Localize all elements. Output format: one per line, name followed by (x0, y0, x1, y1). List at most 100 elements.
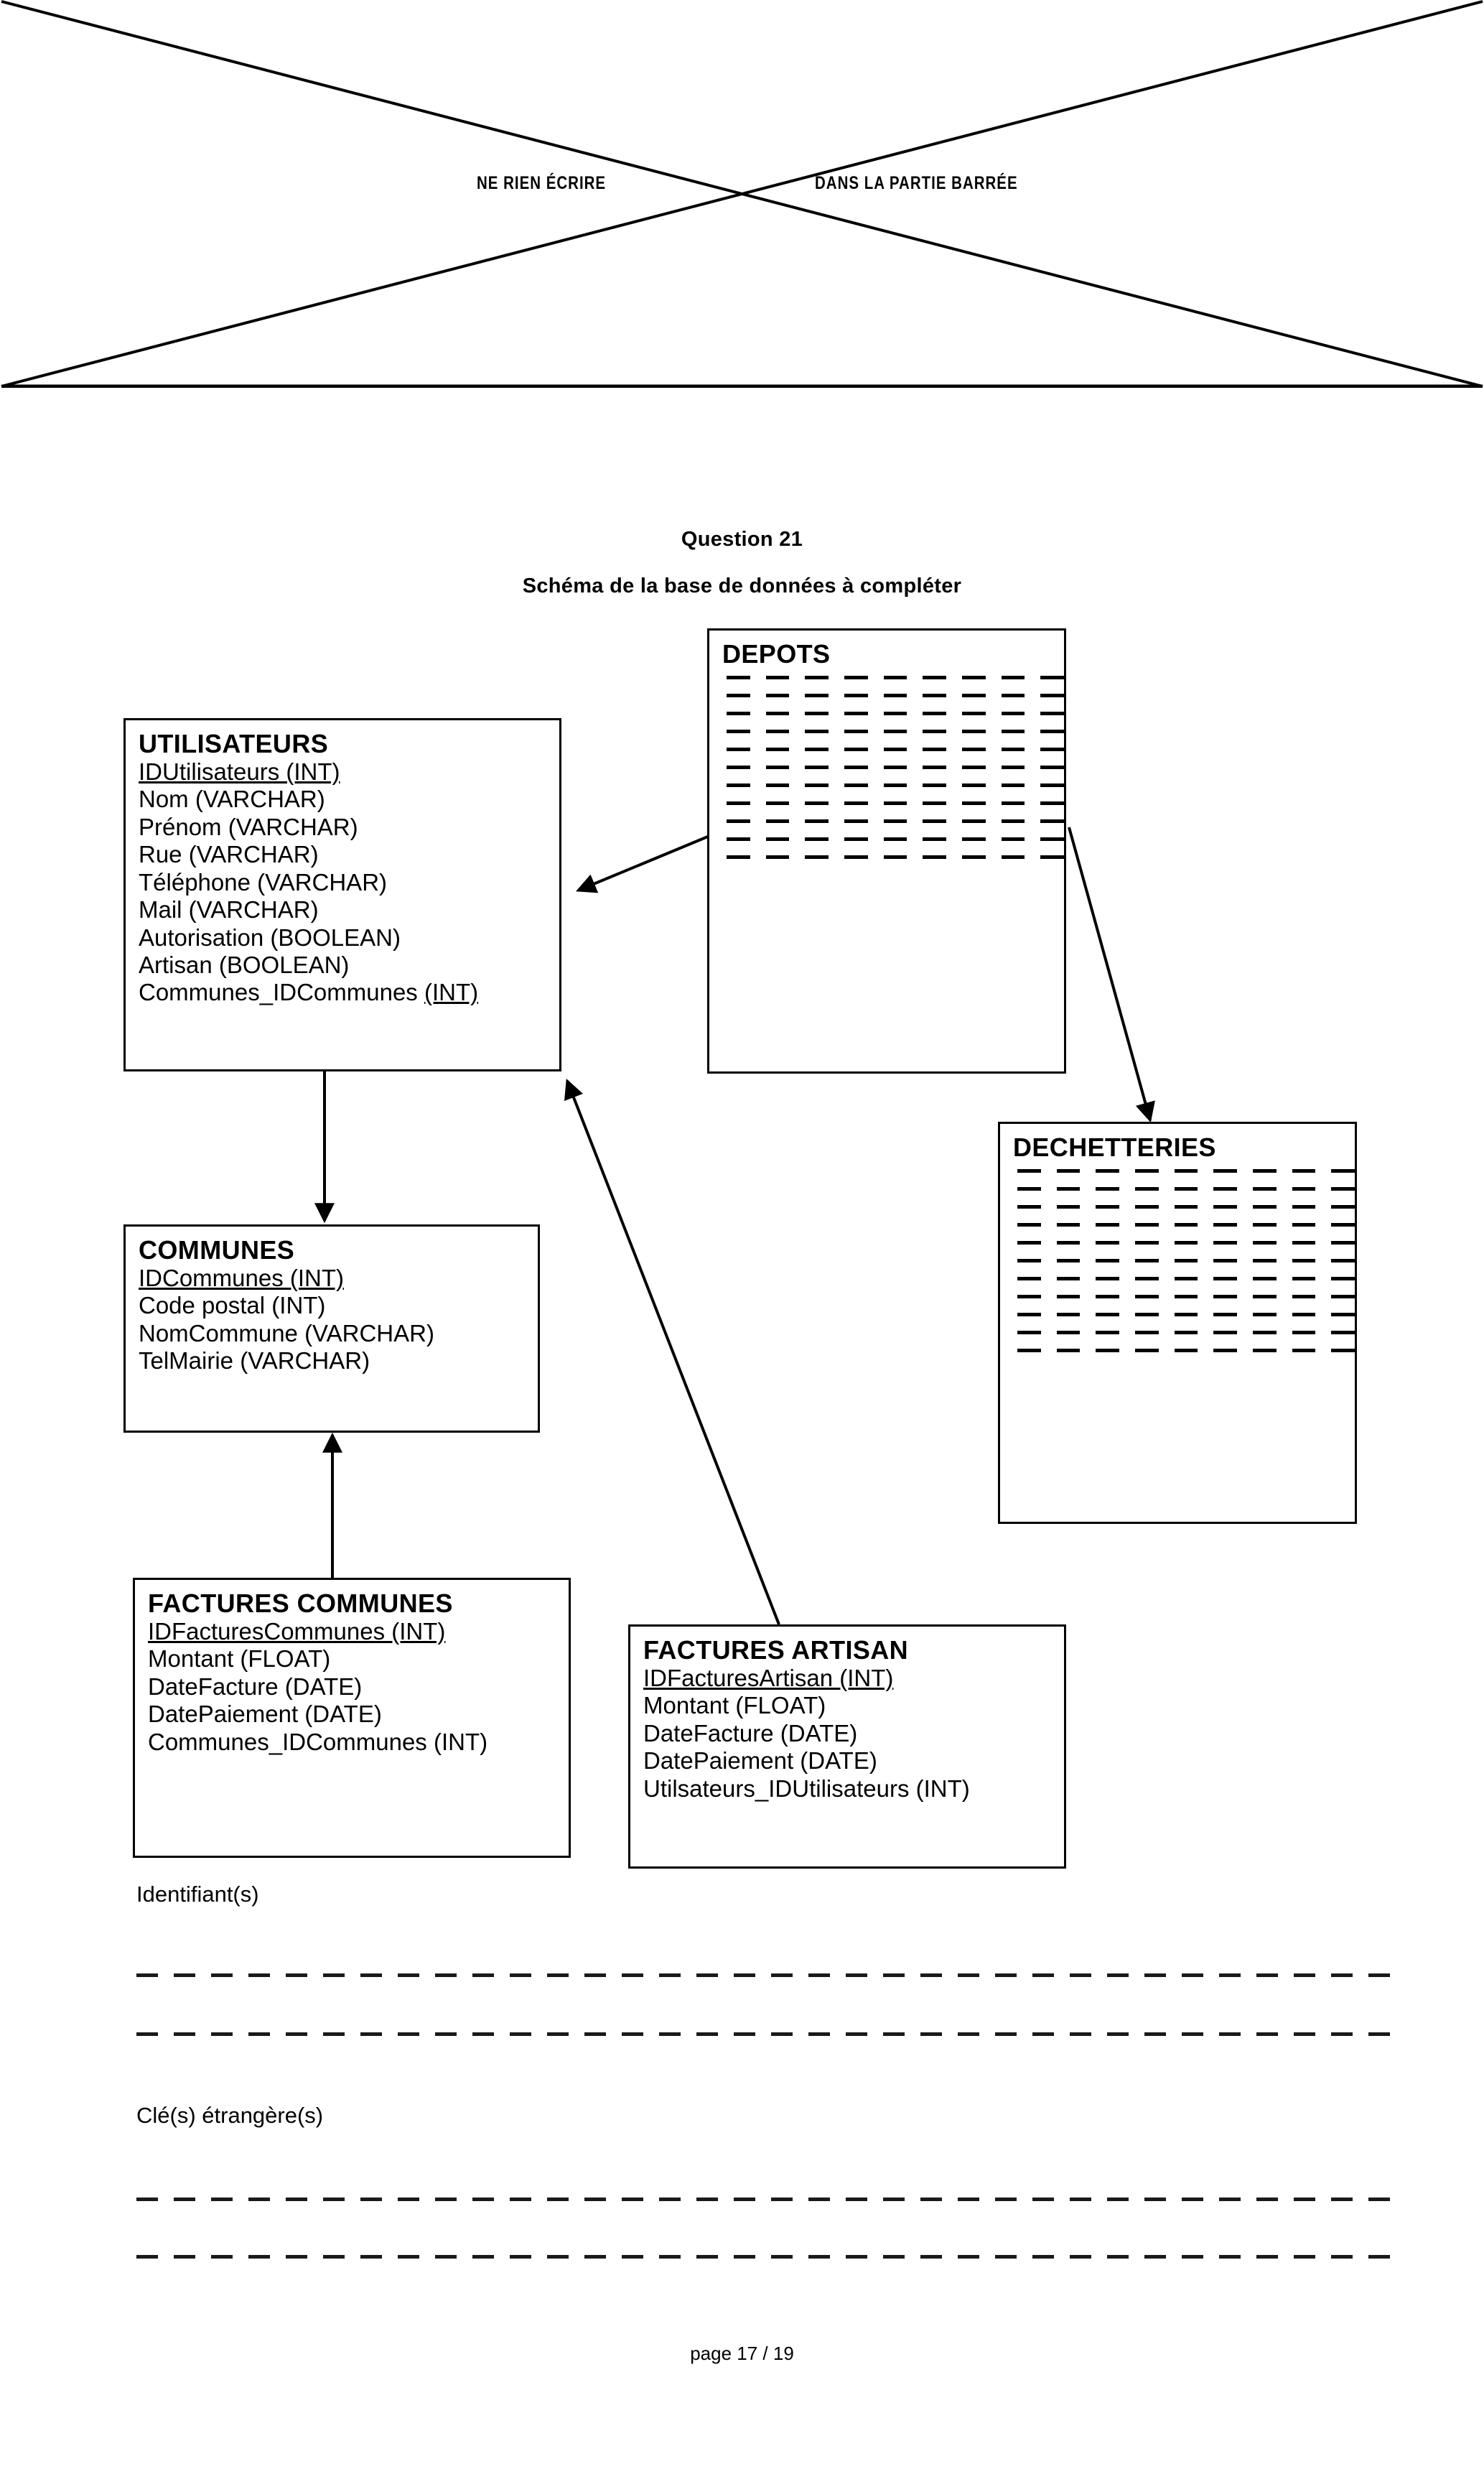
blank-dash (765, 747, 790, 751)
blank-dash (1174, 1276, 1198, 1280)
answer-dash (1144, 2198, 1166, 2201)
blank-dash (1135, 1330, 1159, 1334)
answer-dash (1182, 2198, 1203, 2201)
blank-field-grid-depots[interactable] (722, 669, 1065, 859)
blank-field-row[interactable] (1013, 1204, 1355, 1209)
blank-field-row[interactable] (1013, 1240, 1355, 1245)
answer-dash (659, 2198, 681, 2201)
blank-field-row[interactable] (1013, 1276, 1355, 1280)
blank-field-row[interactable] (722, 855, 1065, 859)
primary-key-text: IDUtilisateurs (INT) (139, 758, 340, 785)
answer-dash (995, 2255, 1017, 2259)
blank-dash (1331, 1258, 1355, 1262)
answer-dash (846, 2032, 867, 2036)
blank-field-row[interactable] (722, 747, 1065, 751)
blank-dash (1017, 1348, 1041, 1352)
blank-dash (1056, 1240, 1081, 1245)
blank-field-row[interactable] (1013, 1222, 1355, 1227)
field-utilisateurs-7: Artisan (BOOLEAN) (139, 951, 350, 978)
blank-dash (962, 711, 986, 715)
blank-dash (962, 675, 986, 679)
answer-dash (174, 2255, 195, 2259)
foreign-keys-answer-line-2[interactable] (136, 2255, 1390, 2259)
blank-dash (962, 819, 986, 823)
entity-box-dechetteries[interactable]: DECHETTERIES (998, 1122, 1357, 1524)
blank-dash (727, 837, 750, 841)
blank-dash (1135, 1186, 1159, 1191)
answer-dash (808, 1973, 830, 1977)
blank-dash (962, 855, 986, 859)
blank-field-row[interactable] (1013, 1168, 1355, 1173)
field-factures-communes-4: Communes_IDCommunes (INT) (148, 1728, 488, 1755)
answer-dash (1368, 2198, 1390, 2201)
blank-field-row[interactable] (1013, 1348, 1355, 1352)
blank-dash (805, 765, 829, 769)
blank-dash (1040, 693, 1065, 697)
barred-cross-lines (1, 0, 1483, 388)
entity-box-depots[interactable]: DEPOTS (707, 628, 1066, 1074)
field-list-factures-communes: IDFacturesCommunes (INT)Montant (FLOAT)D… (148, 1618, 569, 1756)
blank-field-row[interactable] (722, 819, 1065, 823)
blank-dash (1213, 1222, 1238, 1227)
answer-dash (734, 2032, 755, 2036)
field-utilisateurs-5: Mail (VARCHAR) (139, 896, 319, 924)
blank-dash (923, 819, 947, 823)
blank-dash (962, 693, 986, 697)
entity-box-factures-communes[interactable]: FACTURES COMMUNES IDFacturesCommunes (IN… (133, 1578, 571, 1858)
entity-box-communes[interactable]: COMMUNES IDCommunes (INT)Code postal (IN… (123, 1224, 540, 1433)
blank-field-row[interactable] (1013, 1294, 1355, 1298)
blank-field-row[interactable] (1013, 1312, 1355, 1316)
blank-dash (844, 693, 868, 697)
connector-factures-artisan-to-utilisateurs (564, 1079, 780, 1625)
blank-dash (883, 765, 907, 769)
blank-field-row[interactable] (1013, 1330, 1355, 1334)
blank-dash (844, 819, 868, 823)
blank-dash (1253, 1222, 1277, 1227)
blank-field-row[interactable] (1013, 1186, 1355, 1191)
blank-dash (765, 711, 790, 715)
blank-dash (1253, 1312, 1277, 1316)
answer-dash (1368, 2255, 1390, 2259)
blank-field-row[interactable] (722, 837, 1065, 841)
blank-field-grid-dechetteries[interactable] (1013, 1162, 1355, 1352)
answer-dash (696, 2255, 718, 2259)
entity-title-dechetteries: DECHETTERIES (1013, 1133, 1216, 1162)
blank-dash (805, 855, 829, 859)
blank-dash (1096, 1204, 1120, 1209)
blank-field-row[interactable] (722, 783, 1065, 787)
blank-field-row[interactable] (722, 801, 1065, 805)
answer-dash (1219, 2032, 1241, 2036)
answer-dash (398, 1973, 419, 1977)
blank-field-row[interactable] (722, 675, 1065, 679)
blank-field-row[interactable] (1013, 1258, 1355, 1262)
blank-dash (805, 783, 829, 787)
entity-box-utilisateurs[interactable]: UTILISATEURS IDUtilisateurs (INT)Nom (VA… (123, 718, 561, 1071)
blank-dash (1213, 1276, 1238, 1280)
foreign-keys-answer-line-1[interactable] (136, 2198, 1390, 2201)
answer-dash (211, 1973, 233, 1977)
answer-dash (1144, 2255, 1166, 2259)
answer-dash (734, 2198, 755, 2201)
answer-dash (1032, 2032, 1054, 2036)
identifiers-answer-line-1[interactable] (136, 1973, 1390, 1977)
foreign-keys-label: Clé(s) étrangère(s) (136, 2103, 324, 2128)
blank-field-row[interactable] (722, 765, 1065, 769)
schema-subtitle: Schéma de la base de données à compléter (522, 575, 962, 597)
blank-field-row[interactable] (722, 693, 1065, 697)
answer-dash (136, 2198, 158, 2201)
field-communes-3: TelMairie (VARCHAR) (139, 1347, 370, 1375)
answer-dash (547, 1973, 569, 1977)
answer-dash (547, 2032, 569, 2036)
blank-field-row[interactable] (722, 729, 1065, 733)
blank-dash (1331, 1204, 1355, 1209)
entity-box-factures-artisan[interactable]: FACTURES ARTISAN IDFacturesArtisan (INT)… (628, 1624, 1066, 1869)
blank-field-row[interactable] (722, 711, 1065, 715)
blank-dash (1213, 1294, 1238, 1298)
identifiers-answer-line-2[interactable] (136, 2032, 1390, 2036)
blank-dash (1056, 1186, 1081, 1191)
field-utilisateurs-3: Rue (VARCHAR) (139, 841, 319, 868)
blank-dash (923, 693, 947, 697)
blank-dash (1096, 1276, 1120, 1280)
answer-dash (584, 1973, 606, 1977)
answer-dash (584, 2255, 606, 2259)
